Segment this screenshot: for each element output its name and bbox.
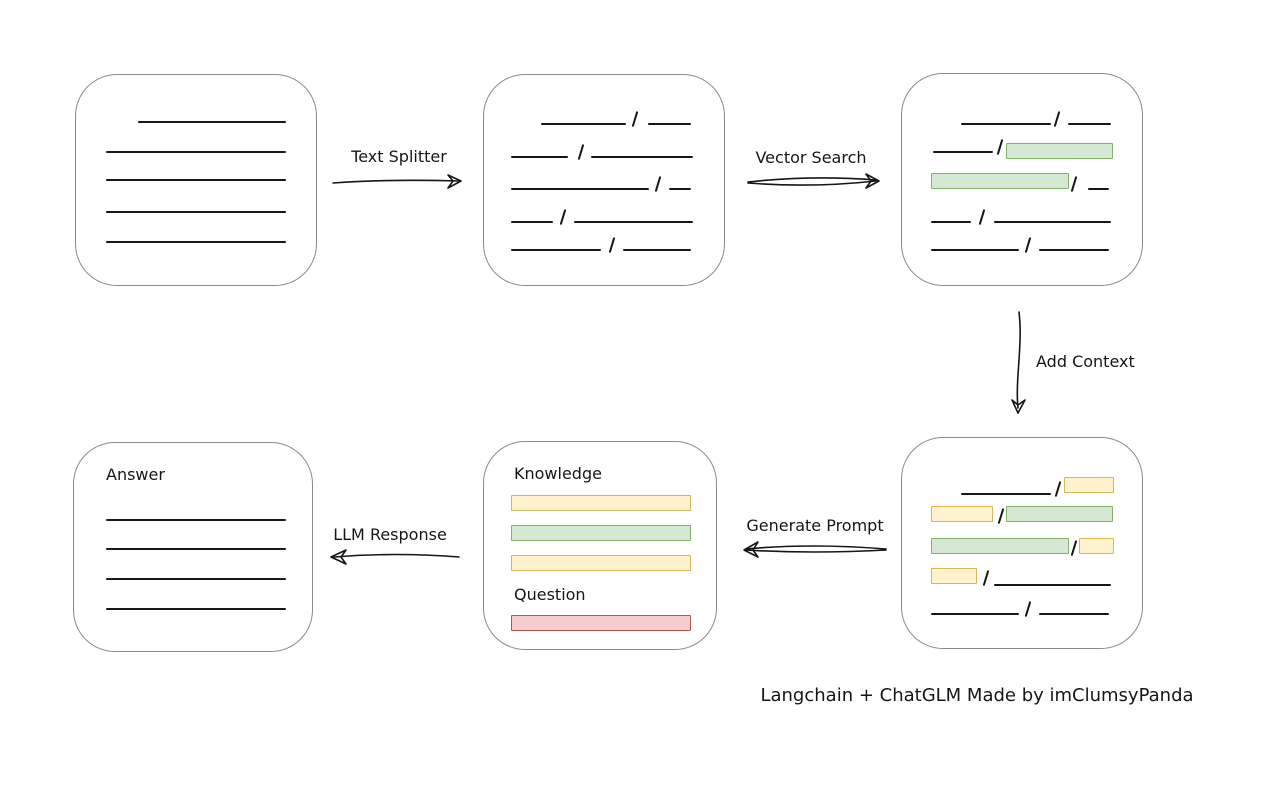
yellow-chunk (1079, 538, 1114, 554)
text-line (106, 548, 286, 550)
add-context-arrow (1011, 311, 1026, 414)
chunk-divider-slash (1070, 540, 1077, 556)
text-line (1088, 188, 1109, 190)
chunk-divider-slash (996, 139, 1003, 155)
generate-prompt-arrow (743, 541, 887, 558)
text-splitter-label: Text Splitter (351, 147, 447, 166)
generate-prompt-label: Generate Prompt (746, 516, 884, 535)
knowledge-yellow-chunk (511, 555, 691, 571)
prompt-box: Knowledge Question (483, 441, 717, 650)
knowledge-green-chunk (511, 525, 691, 541)
chunk-divider-slash (608, 237, 615, 253)
green-chunk (931, 173, 1069, 189)
text-line (106, 211, 286, 213)
chunk-divider-slash (1053, 111, 1060, 127)
text-line (1039, 613, 1109, 615)
text-line (648, 123, 691, 125)
text-line (961, 493, 1051, 495)
text-line (994, 584, 1111, 586)
matched-chunks-box (901, 73, 1143, 286)
text-line (669, 188, 691, 190)
text-line (933, 151, 993, 153)
llm-response-label: LLM Response (333, 525, 447, 544)
text-line (106, 519, 286, 521)
text-splitter-arrow (332, 174, 462, 189)
text-line (106, 151, 286, 153)
llm-response-arrow (330, 549, 460, 565)
text-line (106, 578, 286, 580)
chunk-divider-slash (1070, 176, 1077, 192)
source-document-box (75, 74, 317, 286)
vector-search-label: Vector Search (755, 148, 867, 167)
text-line (511, 188, 649, 190)
green-chunk (1006, 143, 1113, 159)
text-line (1068, 123, 1111, 125)
text-line (591, 156, 693, 158)
text-line (511, 221, 553, 223)
green-chunk (931, 538, 1069, 554)
chunk-divider-slash (577, 144, 584, 160)
question-label: Question (514, 585, 586, 604)
text-line (138, 121, 286, 123)
text-line (106, 608, 286, 610)
yellow-chunk (1064, 477, 1114, 493)
text-line (511, 156, 568, 158)
yellow-chunk (931, 568, 977, 584)
chunk-divider-slash (654, 176, 661, 192)
chunk-divider-slash (559, 209, 566, 225)
green-chunk (1006, 506, 1113, 522)
text-line (931, 613, 1019, 615)
text-line (541, 123, 626, 125)
chunk-divider-slash (978, 209, 985, 225)
text-line (623, 249, 691, 251)
knowledge-label: Knowledge (514, 464, 602, 483)
text-line (1039, 249, 1109, 251)
context-chunks-box (901, 437, 1143, 649)
answer-box: Answer (73, 442, 313, 652)
split-chunks-box (483, 74, 725, 286)
text-line (931, 249, 1019, 251)
chunk-divider-slash (631, 111, 638, 127)
text-line (574, 221, 693, 223)
text-line (994, 221, 1111, 223)
chunk-divider-slash (1054, 481, 1061, 497)
yellow-chunk (931, 506, 993, 522)
vector-search-arrow (747, 173, 880, 189)
text-line (106, 241, 286, 243)
chunk-divider-slash (982, 570, 989, 586)
chunk-divider-slash (997, 508, 1004, 524)
text-line (961, 123, 1051, 125)
add-context-label: Add Context (1036, 352, 1135, 371)
diagram-caption: Langchain + ChatGLM Made by imClumsyPand… (760, 685, 1194, 706)
chunk-divider-slash (1024, 601, 1031, 617)
text-line (511, 249, 601, 251)
text-line (931, 221, 971, 223)
answer-label: Answer (106, 465, 165, 484)
question-red-chunk (511, 615, 691, 631)
text-line (106, 179, 286, 181)
knowledge-yellow-chunk (511, 495, 691, 511)
chunk-divider-slash (1024, 237, 1031, 253)
